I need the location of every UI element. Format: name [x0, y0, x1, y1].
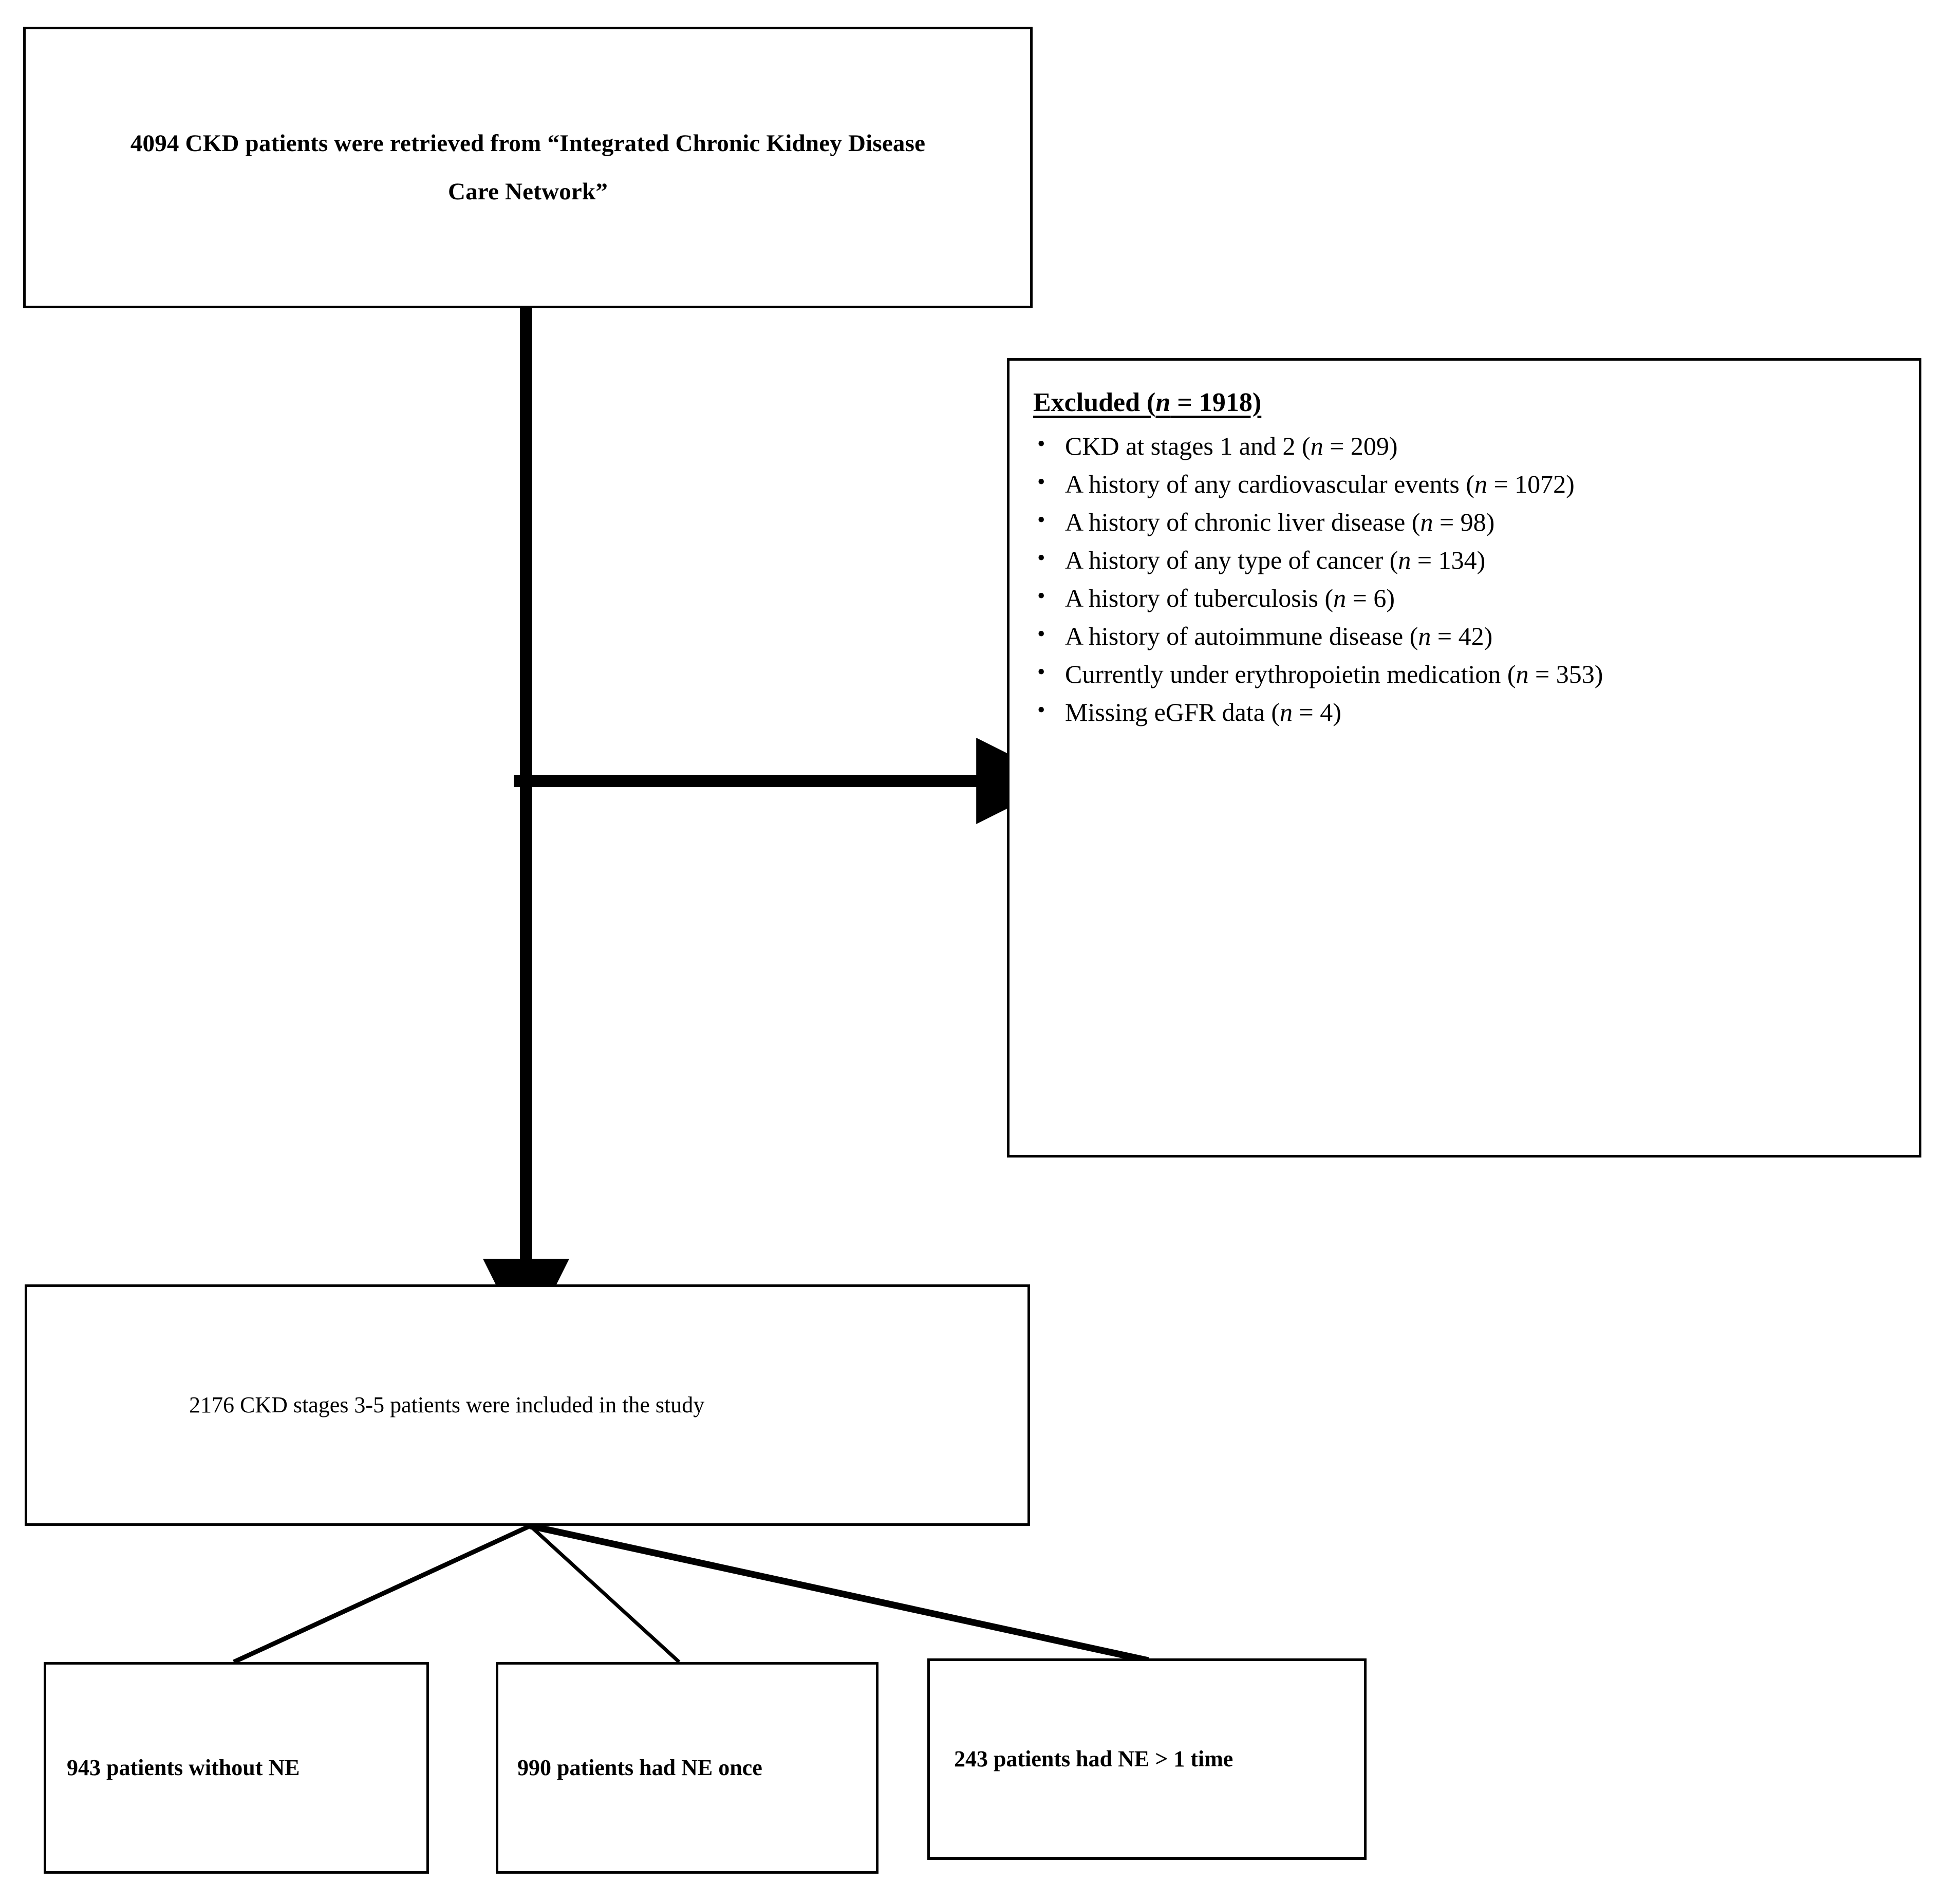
- outcome-box-ne-once: 990 patients had NE once: [496, 1662, 878, 1874]
- bullet-icon: •: [1037, 545, 1045, 570]
- exclusion-item-value: = 42): [1431, 622, 1493, 650]
- bullet-icon: •: [1037, 583, 1045, 608]
- connector-included-to-ne-once: [529, 1524, 681, 1664]
- exclusion-item-n-symbol: n: [1420, 508, 1433, 536]
- included-cohort-text: 2176 CKD stages 3-5 patients were includ…: [189, 1392, 705, 1418]
- outcome-text-no-ne: 943 patients without NE: [67, 1755, 300, 1781]
- exclusion-heading-n-symbol: n: [1155, 388, 1171, 417]
- exclusion-heading: Excluded (n = 1918): [1033, 387, 1261, 418]
- exclusion-item-label: A history of tuberculosis (: [1065, 584, 1334, 612]
- bullet-icon: •: [1037, 659, 1045, 684]
- outcome-text-ne-multiple: 243 patients had NE > 1 time: [954, 1746, 1233, 1772]
- exclusion-item-label: A history of any type of cancer (: [1065, 546, 1398, 574]
- source-cohort-line-2: Care Network”: [447, 178, 608, 205]
- connector-included-to-ne-none: [233, 1523, 531, 1665]
- exclusion-item-n-symbol: n: [1310, 432, 1323, 460]
- exclusion-item-label: Currently under erythropoietin medicatio…: [1065, 660, 1516, 688]
- exclusion-list-item: • CKD at stages 1 and 2 (n = 209): [1033, 427, 1905, 465]
- exclusion-item-n-symbol: n: [1516, 660, 1529, 688]
- exclusion-list-item: • A history of tuberculosis (n = 6): [1033, 579, 1905, 617]
- exclusion-item-n-symbol: n: [1280, 698, 1293, 726]
- exclusion-item-label: A history of autoimmune disease (: [1065, 622, 1418, 650]
- exclusion-item-value: = 353): [1528, 660, 1603, 688]
- source-cohort-line-1: 4094 CKD patients were retrieved from “I…: [130, 130, 926, 157]
- exclusion-criteria-list: •CKD at stages 1 and 2 (n = 209) •A hist…: [1033, 427, 1905, 731]
- exclusion-item-value: = 98): [1433, 508, 1495, 536]
- bullet-icon: •: [1037, 431, 1045, 456]
- exclusion-heading-suffix: = 1918): [1170, 388, 1262, 417]
- exclusion-item-label: Missing eGFR data (: [1065, 698, 1280, 726]
- exclusion-criteria-box: Excluded (n = 1918) •CKD at stages 1 and…: [1007, 358, 1921, 1158]
- exclusion-heading-prefix: Excluded (: [1033, 388, 1156, 417]
- exclusion-item-value: = 1072): [1487, 470, 1575, 498]
- connector-included-to-ne-multi: [529, 1522, 1149, 1664]
- exclusion-item-value: = 134): [1411, 546, 1486, 574]
- exclusion-item-n-symbol: n: [1474, 470, 1487, 498]
- exclusion-list-item: • Currently under erythropoietin medicati…: [1033, 655, 1905, 693]
- exclusion-item-n-symbol: n: [1333, 584, 1347, 612]
- exclusion-item-label: A history of any cardiovascular events (: [1065, 470, 1474, 498]
- outcome-box-ne-multiple: 243 patients had NE > 1 time: [927, 1658, 1367, 1860]
- exclusion-item-value: = 4): [1293, 698, 1341, 726]
- exclusion-item-label: A history of chronic liver disease (: [1065, 508, 1420, 536]
- exclusion-list-item: • A history of chronic liver disease (n =…: [1033, 503, 1905, 541]
- exclusion-item-value: = 209): [1323, 432, 1398, 460]
- exclusion-item-n-symbol: n: [1398, 546, 1411, 574]
- bullet-icon: •: [1037, 507, 1045, 532]
- exclusion-item-n-symbol: n: [1418, 622, 1431, 650]
- exclusion-list-item: • Missing eGFR data (n = 4): [1033, 693, 1905, 731]
- exclusion-list-item: • A history of any cardiovascular events …: [1033, 465, 1905, 503]
- source-cohort-text: 4094 CKD patients were retrieved from “I…: [86, 119, 969, 216]
- exclusion-item-value: = 6): [1346, 584, 1395, 612]
- outcome-box-no-ne: 943 patients without NE: [44, 1662, 429, 1874]
- source-cohort-box: 4094 CKD patients were retrieved from “I…: [23, 27, 1033, 308]
- bullet-icon: •: [1037, 697, 1045, 722]
- outcome-text-ne-once: 990 patients had NE once: [517, 1755, 762, 1781]
- bullet-icon: •: [1037, 621, 1045, 646]
- exclusion-list-item: • A history of autoimmune disease (n = 42…: [1033, 617, 1905, 655]
- bullet-icon: •: [1037, 469, 1045, 494]
- exclusion-list-item: • A history of any type of cancer (n = 13…: [1033, 541, 1905, 579]
- exclusion-item-label: CKD at stages 1 and 2 (: [1065, 432, 1311, 460]
- included-cohort-box: 2176 CKD stages 3-5 patients were includ…: [25, 1284, 1030, 1526]
